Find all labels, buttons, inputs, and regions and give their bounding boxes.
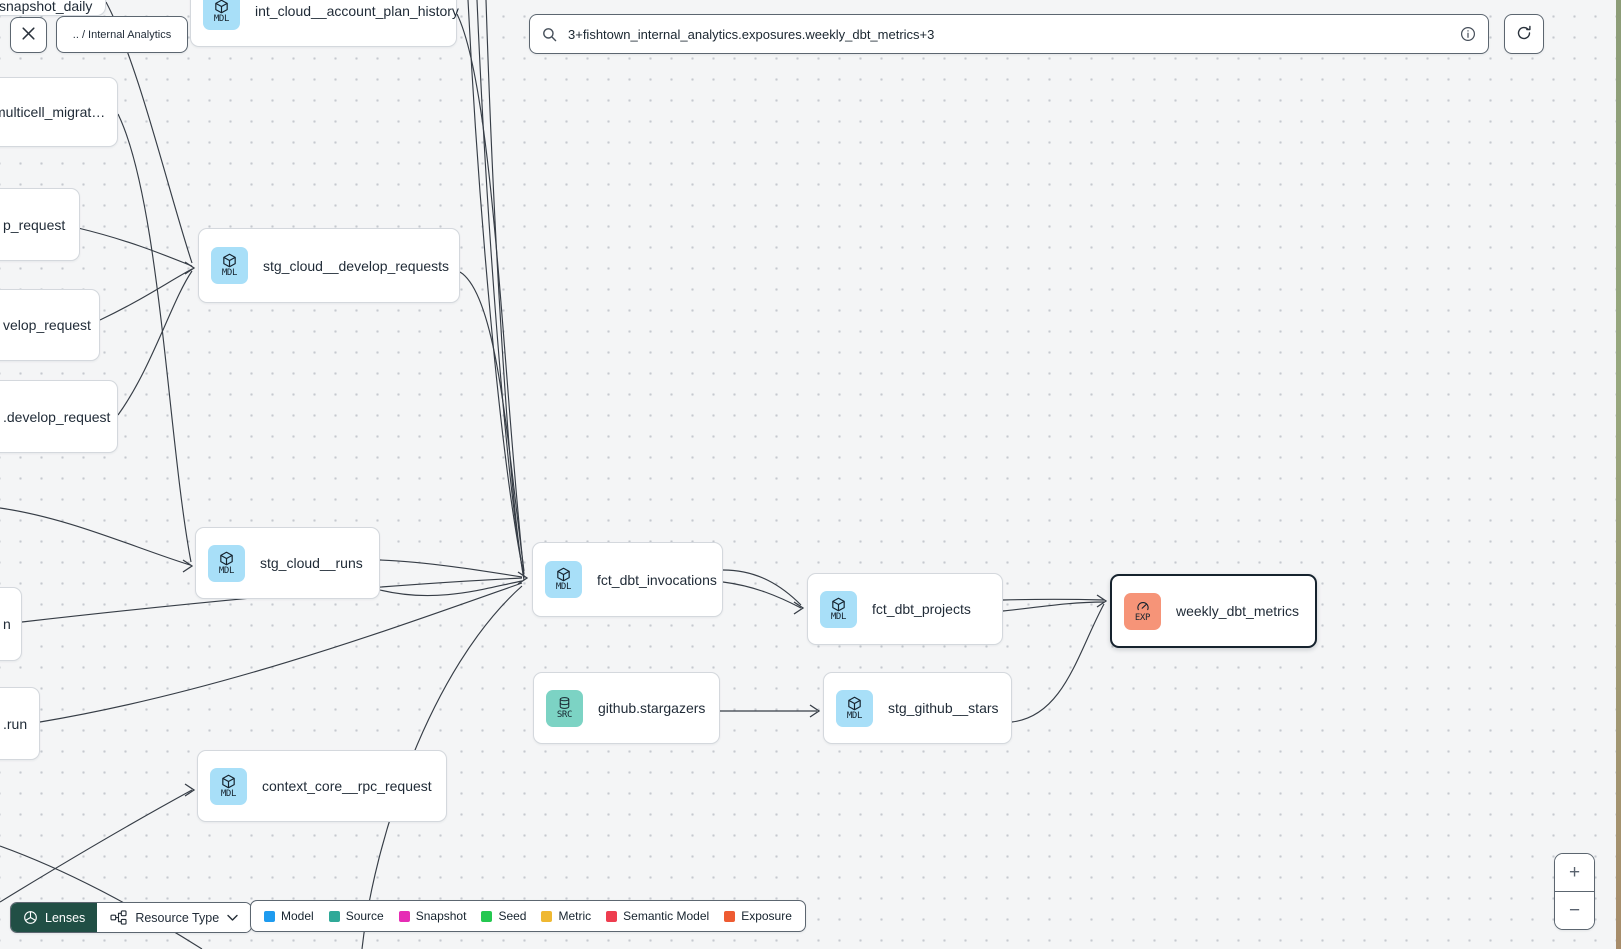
close-icon: [22, 27, 35, 43]
node-label: n: [3, 616, 11, 632]
node-label: weekly_dbt_metrics: [1176, 603, 1299, 619]
legend-color-swatch: [724, 910, 736, 922]
resource-type-legend: Model Source Snapshot Seed Metric Semantic Mo…: [250, 900, 806, 932]
legend-color-swatch: [328, 910, 340, 922]
node-label: snapshot_daily: [0, 0, 93, 14]
lens-toolbar: Lenses Resource Type: [10, 902, 253, 933]
graph-node-run-partial-1[interactable]: n: [0, 587, 22, 661]
search-input[interactable]: [566, 25, 1451, 43]
resource-type-button[interactable]: Resource Type: [97, 903, 252, 932]
screen-edge-sliver: [1616, 0, 1621, 949]
node-label: context_core__rpc_request: [262, 778, 432, 794]
zoom-divider: [1555, 891, 1594, 892]
resource-type-label: Resource Type: [135, 910, 220, 925]
zoom-controls: + −: [1554, 853, 1595, 930]
lenses-label: Lenses: [45, 910, 86, 925]
legend-color-swatch: [606, 910, 618, 922]
legend-color-swatch: [264, 910, 275, 922]
zoom-in-button[interactable]: +: [1555, 854, 1594, 891]
node-label: stg_cloud__develop_requests: [263, 257, 450, 274]
node-label: int_cloud__account_plan_history: [255, 3, 459, 19]
graph-node-stg-cloud-runs[interactable]: MDL stg_cloud__runs: [195, 527, 380, 599]
graph-node-github-stargazers[interactable]: SRC github.stargazers: [533, 672, 720, 744]
graph-node-snapshot-daily[interactable]: snapshot_daily: [0, 0, 106, 16]
model-cube-icon: MDL: [820, 590, 857, 628]
node-label: .develop_request: [3, 408, 111, 425]
node-label: velop_request: [3, 317, 91, 333]
legend-color-swatch: [398, 910, 410, 922]
node-label: github.stargazers: [598, 700, 706, 716]
sitemap-icon: [110, 910, 127, 925]
lenses-button[interactable]: Lenses: [11, 903, 98, 932]
node-label: multicell_migrat…: [0, 104, 106, 120]
graph-node-context-core-rpc-request[interactable]: MDL context_core__rpc_request: [197, 750, 447, 822]
node-label: p_request: [3, 216, 66, 233]
exposure-gauge-icon: EXP: [1124, 592, 1161, 630]
legend-item: Metric: [541, 909, 591, 923]
breadcrumb-label: .. / Internal Analytics: [72, 28, 172, 41]
graph-node-stg-cloud-develop-requests[interactable]: MDL stg_cloud__develop_requests: [198, 228, 460, 303]
refresh-icon: [1515, 24, 1533, 45]
info-icon[interactable]: [1460, 26, 1476, 42]
graph-node-weekly-dbt-metrics[interactable]: EXP weekly_dbt_metrics: [1110, 574, 1317, 648]
model-cube-icon: MDL: [208, 544, 245, 582]
model-cube-icon: MDL: [203, 0, 240, 30]
model-cube-icon: MDL: [545, 561, 582, 598]
graph-node-develop-request-2[interactable]: velop_request: [0, 289, 100, 361]
chevron-down-icon: [227, 914, 238, 922]
legend-item: Source: [328, 909, 384, 923]
close-button[interactable]: [10, 17, 47, 53]
node-label: stg_github__stars: [888, 700, 999, 716]
source-database-icon: SRC: [546, 689, 583, 727]
refresh-button[interactable]: [1504, 14, 1544, 54]
legend-color-swatch: [541, 910, 553, 922]
legend-item: Exposure: [724, 909, 792, 923]
search-bar[interactable]: [529, 14, 1489, 54]
search-icon: [542, 27, 557, 42]
graph-node-stg-github-stars[interactable]: MDL stg_github__stars: [823, 672, 1012, 744]
model-cube-icon: MDL: [211, 247, 248, 284]
node-label: fct_dbt_projects: [872, 601, 971, 617]
model-cube-icon: MDL: [210, 767, 247, 805]
breadcrumb[interactable]: .. / Internal Analytics: [56, 16, 188, 53]
model-cube-icon: MDL: [836, 689, 873, 727]
graph-node-develop-request-3[interactable]: .develop_request: [0, 380, 118, 453]
legend-item: Semantic Model: [606, 909, 709, 923]
graph-node-int-cloud-account-plan-history[interactable]: MDL int_cloud__account_plan_history: [190, 0, 459, 47]
node-label: stg_cloud__runs: [260, 555, 363, 571]
graph-node-develop-request-1[interactable]: p_request: [0, 188, 80, 261]
graph-node-multicell-migration[interactable]: multicell_migrat…: [0, 77, 118, 147]
graph-node-fct-dbt-projects[interactable]: MDL fct_dbt_projects: [807, 573, 1003, 645]
legend-color-swatch: [481, 910, 493, 922]
zoom-out-button[interactable]: −: [1555, 892, 1594, 929]
legend-item: Snapshot: [398, 909, 466, 923]
node-label: .run: [3, 715, 28, 732]
node-label: fct_dbt_invocations: [597, 571, 717, 588]
legend-item: Seed: [481, 909, 526, 923]
lens-icon: [23, 910, 38, 925]
graph-node-run-partial-2[interactable]: .run: [0, 687, 40, 760]
legend-item: Model: [264, 909, 314, 923]
graph-node-fct-dbt-invocations[interactable]: MDL fct_dbt_invocations: [532, 542, 723, 617]
